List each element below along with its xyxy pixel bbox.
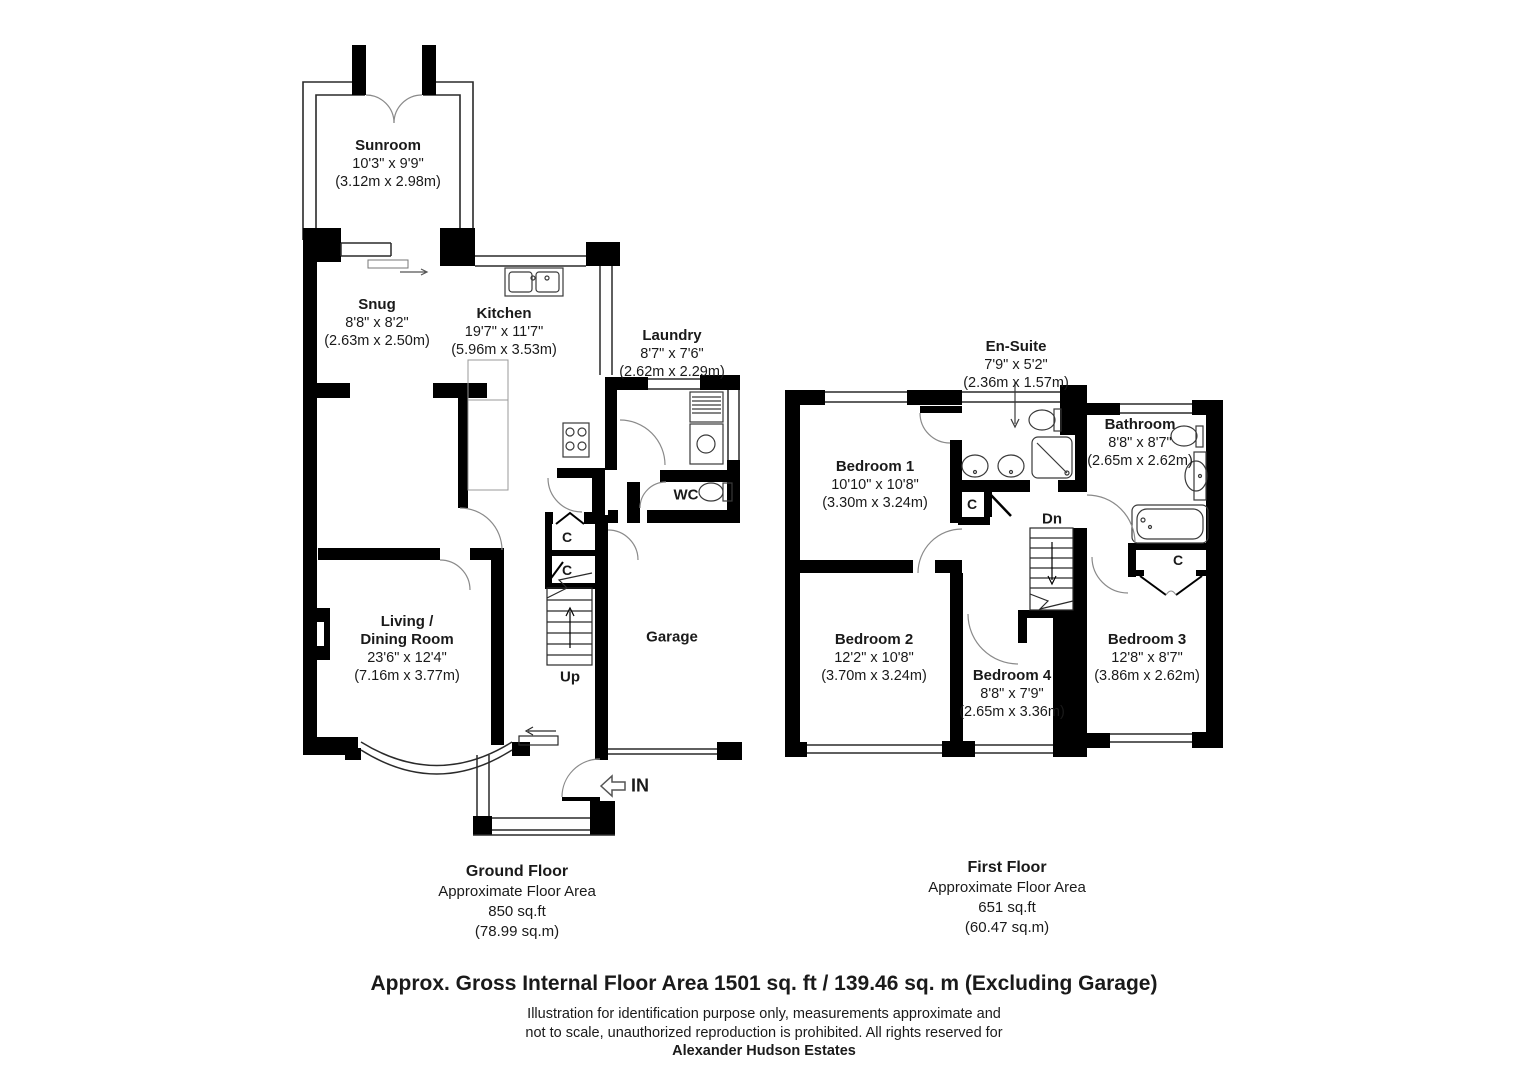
closet-label: C: [1172, 552, 1184, 568]
first-floor-door-arcs: [917, 412, 1136, 665]
disclaimer-line1: Illustration for identification purpose …: [527, 1006, 1001, 1022]
stairs-up-label: Up: [560, 668, 580, 686]
room-label-wc: WC: [673, 486, 699, 504]
room-label-snug: Snug 8'8" x 8'2" (2.63m x 2.50m): [324, 296, 430, 350]
room-dims-ft: 10'3" x 9'9": [352, 156, 424, 172]
room-dims-ft: 10'10" x 10'8": [831, 477, 919, 493]
stairs-down: [1029, 527, 1074, 611]
closet-doors: [548, 511, 585, 582]
room-label-bedroom4: Bedroom 4 8'8" x 7'9" (2.65m x 3.36m): [959, 667, 1065, 721]
room-label-living-dining: Living / Dining Room 23'6" x 12'4" (7.16…: [354, 613, 460, 685]
room-label-garage: Garage: [646, 628, 698, 646]
room-dims-m: (2.63m x 2.50m): [324, 333, 430, 349]
floor-area-m: (78.99 sq.m): [474, 923, 560, 940]
room-label-kitchen: Kitchen 19'7" x 11'7" (5.96m x 3.53m): [451, 305, 557, 359]
room-name-line2: Dining Room: [360, 631, 454, 648]
entrance-arrow-icon: [599, 774, 626, 798]
stairs-up: [546, 572, 593, 666]
room-name-line1: Living /: [380, 613, 434, 630]
room-label-bathroom: Bathroom 8'8" x 8'7" (2.65m x 2.62m): [1087, 416, 1193, 470]
room-dims-ft: 12'8" x 8'7": [1111, 650, 1183, 666]
ensuite-pointer-arrow: [1010, 382, 1020, 429]
ground-floor-windows: [340, 242, 740, 836]
ground-floor-walls: [303, 228, 742, 835]
chimney-notch: [317, 622, 324, 646]
room-name: Bedroom 2: [834, 631, 914, 648]
first-floor-walls: [785, 385, 1223, 757]
room-name: Bedroom 3: [1107, 631, 1187, 648]
sunroom-french-doors: [352, 45, 436, 124]
first-floor-windows: [807, 391, 1192, 754]
room-name: Snug: [358, 296, 396, 313]
room-name: Kitchen: [476, 305, 532, 322]
room-name: Bathroom: [1104, 416, 1176, 433]
room-dims-ft: 23'6" x 12'4": [367, 650, 447, 666]
room-dims-ft: 8'8" x 8'2": [345, 315, 409, 331]
room-label-bedroom1: Bedroom 1 10'10" x 10'8" (3.30m x 3.24m): [822, 458, 928, 512]
room-label-laundry: Laundry 8'7" x 7'6" (2.62m x 2.29m): [619, 327, 725, 381]
ground-floor-fixtures: [467, 267, 733, 502]
room-name: Sunroom: [355, 137, 421, 154]
room-name: Bedroom 1: [835, 458, 915, 475]
room-dims-ft: 7'9" x 5'2": [984, 357, 1048, 373]
room-dims-m: (3.30m x 3.24m): [822, 495, 928, 511]
room-dims-m: (2.65m x 3.36m): [959, 704, 1065, 720]
disclaimer-text: Illustration for identification purpose …: [525, 1005, 1002, 1061]
room-dims-ft: 8'8" x 8'7": [1108, 435, 1172, 451]
first-floor-closet-doors: [989, 493, 1203, 596]
first-floor-summary: First Floor Approximate Floor Area 651 s…: [928, 858, 1086, 938]
room-name: En-Suite: [985, 338, 1047, 355]
entrance-in-label: IN: [631, 775, 649, 796]
room-label-bedroom3: Bedroom 3 12'8" x 8'7" (3.86m x 2.62m): [1094, 631, 1200, 685]
floor-area-ft: 651 sq.ft: [978, 899, 1036, 916]
room-dims-m: (3.70m x 3.24m): [821, 668, 927, 684]
closet-label: C: [561, 529, 573, 545]
closet-label: C: [966, 496, 978, 512]
ground-floor-plan: [302, 45, 742, 836]
floor-subtitle: Approximate Floor Area: [928, 879, 1086, 896]
room-label-bedroom2: Bedroom 2 12'2" x 10'8" (3.70m x 3.24m): [821, 631, 927, 685]
room-label-ensuite: En-Suite 7'9" x 5'2" (2.36m x 1.57m): [963, 338, 1069, 392]
floor-subtitle: Approximate Floor Area: [438, 883, 596, 900]
room-dims-ft: 12'2" x 10'8": [834, 650, 914, 666]
floor-area-ft: 850 sq.ft: [488, 903, 546, 920]
room-name: Laundry: [642, 327, 702, 344]
room-name: Bedroom 4: [972, 667, 1052, 684]
room-dims-m: (7.16m x 3.77m): [354, 668, 460, 684]
room-dims-m: (2.65m x 2.62m): [1087, 453, 1193, 469]
room-dims-ft: 8'8" x 7'9": [980, 686, 1044, 702]
room-dims-m: (3.86m x 2.62m): [1094, 668, 1200, 684]
floor-title: First Floor: [967, 859, 1047, 876]
entry-step: [367, 259, 559, 746]
gross-area-title: Approx. Gross Internal Floor Area 1501 s…: [370, 972, 1158, 995]
first-floor-plan: [785, 382, 1223, 757]
disclaimer-line2: not to scale, unauthorized reproduction …: [525, 1024, 1003, 1041]
stairs-down-label: Dn: [1042, 510, 1062, 528]
floor-area-m: (60.47 sq.m): [964, 919, 1050, 936]
room-dims-m: (2.62m x 2.29m): [619, 364, 725, 380]
room-label-sunroom: Sunroom 10'3" x 9'9" (3.12m x 2.98m): [335, 137, 441, 191]
closet-label: C: [561, 562, 573, 578]
room-dims-m: (2.36m x 1.57m): [963, 375, 1069, 391]
room-dims-ft: 8'7" x 7'6": [640, 346, 704, 362]
company-name: Alexander Hudson Estates: [672, 1043, 856, 1059]
first-floor-fixtures: [961, 408, 1209, 544]
ground-floor-summary: Ground Floor Approximate Floor Area 850 …: [438, 862, 596, 942]
ground-floor-door-arcs: [439, 419, 667, 798]
room-dims-m: (5.96m x 3.53m): [451, 342, 557, 358]
room-dims-m: (3.12m x 2.98m): [335, 174, 441, 190]
floor-title: Ground Floor: [465, 863, 569, 880]
room-dims-ft: 19'7" x 11'7": [464, 324, 544, 340]
